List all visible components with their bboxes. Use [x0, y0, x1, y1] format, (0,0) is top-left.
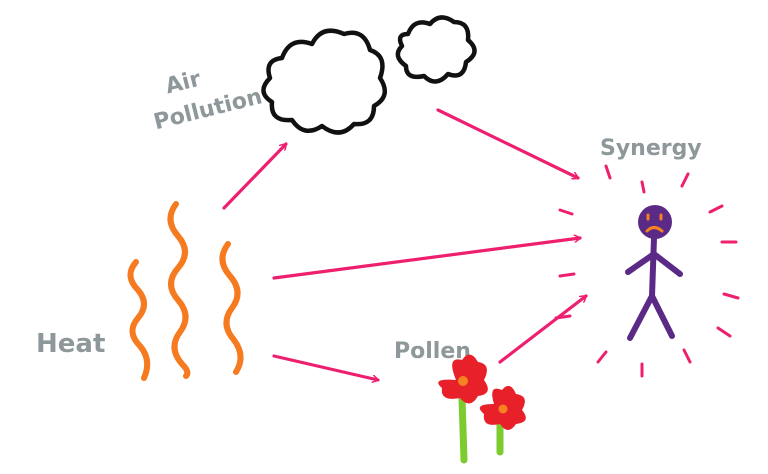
heat-wave-left [127, 259, 151, 381]
flower-center-left [458, 376, 468, 386]
figure-torso [649, 235, 657, 299]
arrow-heat-to-air-pollution [222, 142, 288, 210]
ray [554, 314, 572, 320]
synergy-rays [554, 164, 740, 378]
arrow-pollen-to-synergy [498, 294, 588, 364]
ray [716, 326, 732, 338]
arrows [222, 108, 588, 380]
arrow-air-pollution-to-synergy [436, 108, 580, 178]
ray [682, 348, 692, 364]
ray [640, 180, 646, 194]
heat-wave-right [219, 241, 244, 375]
frown [645, 226, 664, 233]
sad-face-icon [645, 213, 664, 233]
small-cloud [395, 15, 477, 84]
flower-stem-left [458, 394, 468, 464]
ray [708, 204, 724, 214]
ray [596, 350, 608, 364]
cloud-icon [261, 15, 477, 135]
stick-figure-body [625, 235, 683, 341]
air-pollution-label-line1: Air [163, 67, 204, 100]
arrow-heat-to-pollen [272, 354, 380, 380]
synergy-label: Synergy [600, 136, 702, 161]
ray [680, 172, 690, 188]
air-pollution-label: Air Pollution [151, 67, 265, 136]
heat-wave-middle [167, 201, 191, 379]
ray [558, 272, 576, 278]
heat-wave-icon [127, 201, 244, 381]
ray [604, 164, 612, 180]
figure-head [638, 205, 672, 239]
figure-legs [627, 293, 675, 341]
ray [722, 292, 740, 300]
heat-label: Heat [36, 329, 105, 359]
figure-arms [625, 251, 683, 277]
large-cloud [261, 28, 388, 135]
flower-icon [438, 354, 526, 464]
flower-center-right [498, 404, 508, 414]
sad-stick-figure-icon [625, 205, 683, 341]
arrow-heat-to-synergy [272, 238, 582, 280]
ray [558, 208, 574, 216]
